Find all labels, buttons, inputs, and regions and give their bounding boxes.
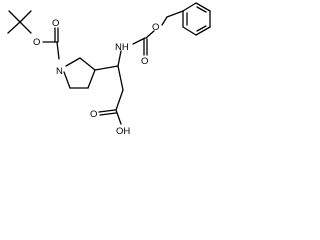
bond-o-ch2: [161, 16, 168, 26]
bond-ring-c5-n: [63, 71, 71, 89]
acid-hydroxyl-label: OH: [116, 126, 130, 137]
bond-tbu-methyl-2: [19, 10, 32, 23]
bond-phenyl-1: [182, 2, 197, 12]
bond-ring-c3-c4: [87, 69, 96, 89]
bond-tbu-methyl-1: [8, 10, 21, 23]
bond-nh-carbonyl-cbz: [132, 37, 146, 45]
structure-diagram: O O N NH O O O OH: [0, 0, 215, 144]
bond-acid-oh: [115, 109, 122, 125]
molecule-drawing: O O N NH O O O OH: [7, 2, 211, 137]
bond-ch2-phenyl: [166, 10, 184, 18]
bond-ring-c2-c3: [79, 57, 96, 71]
bond-phenyl-5: [182, 26, 197, 36]
bond-boc-carbonyl-n: [56, 41, 60, 60]
bond-cbz-carbonyl-o: [145, 30, 155, 39]
bond-phenyl-double-1: [196, 6, 207, 13]
boc-ester-oxygen-label: O: [33, 37, 40, 48]
cbz-carbonyl-oxygen-label: O: [141, 56, 148, 67]
bond-phenyl-double-2: [196, 25, 207, 32]
bond-ring-ch: [94, 65, 119, 71]
bond-tbu-o: [19, 21, 32, 34]
bond-ch-nh: [117, 50, 122, 67]
bond-phenyl-4: [195, 26, 211, 36]
bond-phenyl-2: [195, 2, 211, 12]
bond-ring-n-c2: [65, 57, 81, 67]
bond-acid-carbonyl-o-a: [98, 109, 116, 113]
boc-carbonyl-oxygen-label: O: [52, 18, 59, 29]
acid-carbonyl-oxygen-label: O: [90, 109, 97, 120]
amine-nh-label: NH: [115, 42, 129, 53]
ring-nitrogen-label: N: [56, 66, 63, 77]
cbz-ester-oxygen-label: O: [152, 22, 159, 33]
bond-ch-ch2: [117, 65, 124, 91]
bond-acid-carbonyl-o-b: [99, 112, 117, 116]
bond-ch2-cooh: [115, 89, 124, 111]
bond-tbu-methyl-3: [7, 21, 21, 34]
